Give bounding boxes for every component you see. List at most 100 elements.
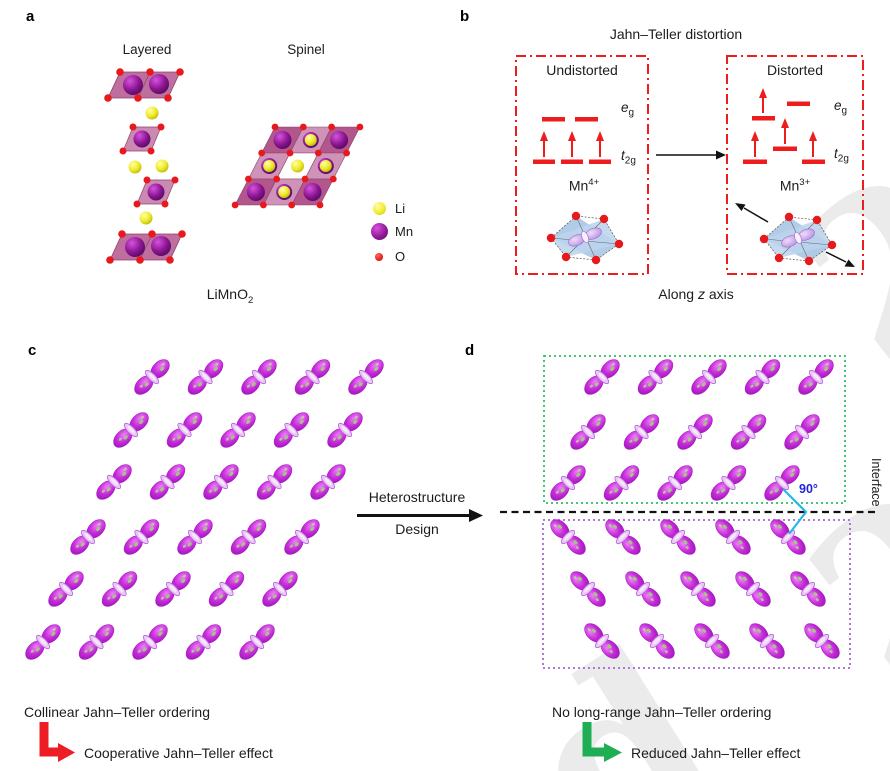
jt-orbital <box>710 514 756 560</box>
jt-orbital <box>600 514 646 560</box>
collinear-caption: Collinear Jahn–Teller ordering <box>24 704 210 720</box>
jt-orbital <box>343 354 389 400</box>
jt-orbital <box>251 459 298 505</box>
panel-d-orbitals <box>545 354 845 664</box>
spinel-title: Spinel <box>287 42 325 57</box>
jt-orbital <box>234 619 280 665</box>
undistorted-title: Undistorted <box>546 62 618 78</box>
jt-orbital <box>279 514 325 560</box>
jt-orbital <box>182 354 229 400</box>
jt-orbital <box>127 619 173 665</box>
legend-item-li: Li <box>370 201 405 216</box>
jt-orbital <box>725 409 772 455</box>
jt-orbital <box>203 566 250 612</box>
jahn-teller-diagram <box>515 55 864 275</box>
jt-orbital <box>785 566 831 612</box>
eg-label-right: eg <box>834 98 848 117</box>
jt-orbital <box>322 407 368 453</box>
jt-orbital <box>91 459 137 505</box>
mn3-label: Mn3+ <box>779 177 811 194</box>
legend-label-li: Li <box>395 201 406 216</box>
legend-label-mn: Mn <box>395 224 414 239</box>
jt-orbital <box>744 618 790 664</box>
jt-orbital <box>675 566 721 612</box>
reduced-effect-caption: Reduced Jahn–Teller effect <box>631 745 801 761</box>
jt-orbital <box>620 566 666 612</box>
panel-d-label: d <box>465 342 475 359</box>
top-layer-box <box>543 355 846 504</box>
jt-orbital <box>268 407 315 453</box>
jt-orbital <box>618 409 665 455</box>
jt-orbital <box>689 618 735 664</box>
along-z-axis-label: Along z axis <box>658 286 734 302</box>
interface-label: Interface <box>869 458 883 507</box>
panel-a-label: a <box>26 8 35 25</box>
jt-orbital <box>579 618 625 664</box>
jt-orbital <box>150 566 196 612</box>
formula-limno2: LiMnO2 <box>206 286 254 306</box>
jt-orbital <box>545 514 591 560</box>
distorted-octahedron <box>759 212 837 266</box>
undistorted-box <box>515 55 649 275</box>
jt-orbital <box>632 354 679 400</box>
distorted-levels <box>743 88 825 164</box>
jt-orbital <box>257 566 303 612</box>
jt-orbital <box>765 514 811 560</box>
transition-arrow <box>656 150 726 160</box>
bottom-layer-box <box>542 519 851 669</box>
panel-c-label: c <box>28 342 37 359</box>
jt-orbital <box>172 514 218 560</box>
red-elbow-arrow-icon <box>39 722 75 762</box>
legend-item-o: O <box>370 249 405 264</box>
legend-label-o: O <box>395 249 406 264</box>
jt-orbital <box>705 460 752 506</box>
jt-orbital <box>73 619 120 665</box>
jt-orbital <box>96 566 143 612</box>
distorted-box <box>726 55 864 275</box>
jt-orbital <box>759 460 805 506</box>
jt-orbital <box>65 514 111 560</box>
jt-orbital <box>129 354 175 400</box>
angle-90-label: 90° <box>799 482 818 496</box>
legend-item-mn: Mn <box>370 223 413 240</box>
jt-orbital <box>793 354 839 400</box>
jt-orbital <box>655 514 701 560</box>
jt-orbital <box>799 618 845 664</box>
heterostructure-arrow-icon <box>357 509 483 522</box>
heterostructure-label: Heterostructure <box>368 489 466 505</box>
jt-orbital <box>108 407 154 453</box>
mn4-label: Mn4+ <box>568 177 600 194</box>
jt-orbital <box>305 459 351 505</box>
li-sphere-icon <box>372 202 386 215</box>
jt-orbital <box>180 619 227 665</box>
jt-orbital <box>565 566 611 612</box>
crystal-structures-graphic <box>104 68 364 264</box>
jt-orbital <box>779 409 825 455</box>
jt-orbital <box>225 514 272 560</box>
jt-orbital <box>198 459 244 505</box>
undistorted-octahedron <box>546 211 624 265</box>
t2g-label-left: t2g <box>621 148 636 167</box>
jt-orbital <box>144 459 191 505</box>
cooperative-effect-caption: Cooperative Jahn–Teller effect <box>84 745 273 761</box>
jt-orbital <box>652 460 698 506</box>
panel-d-graphic <box>500 354 878 669</box>
jt-orbital <box>672 409 718 455</box>
jt-orbital <box>739 354 786 400</box>
green-elbow-arrow-icon <box>582 722 622 762</box>
jt-orbital <box>20 619 66 665</box>
elongation-arrows <box>735 203 855 267</box>
distorted-title: Distorted <box>766 62 824 78</box>
jt-orbital <box>236 354 282 400</box>
mn-sphere-icon <box>370 223 388 240</box>
o-sphere-icon <box>375 252 383 261</box>
undistorted-levels <box>533 117 611 164</box>
design-label: Design <box>395 521 439 537</box>
t2g-label-right: t2g <box>834 146 849 165</box>
eg-label-left: eg <box>621 100 635 119</box>
jt-orbital <box>730 566 776 612</box>
spinel-structure <box>231 123 364 209</box>
jt-orbital <box>598 460 645 506</box>
jt-orbital <box>215 407 261 453</box>
